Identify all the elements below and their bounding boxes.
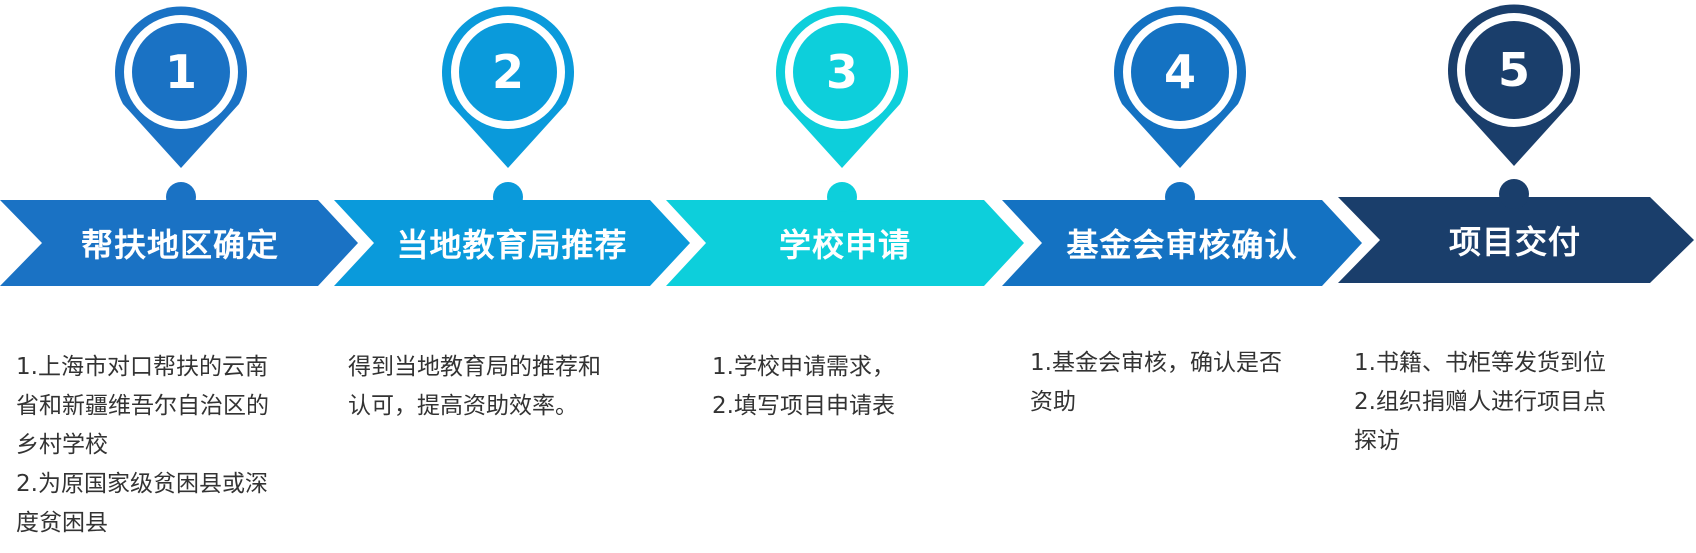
step-5-desc-line: 2.组织捐赠人进行项目点 xyxy=(1354,389,1606,415)
step-1-arrow xyxy=(0,200,358,286)
step-2-arrow xyxy=(334,200,690,286)
step-5-pin-icon: 5 xyxy=(1448,4,1580,167)
step-5-desc-line: 1.书籍、书柜等发货到位 xyxy=(1354,350,1606,376)
step-1-desc-line: 乡村学校 xyxy=(16,432,108,458)
step-1-connector-dot xyxy=(166,182,196,212)
step-3-desc-line: 1.学校申请需求， xyxy=(712,354,895,380)
step-3-desc-line: 2.填写项目申请表 xyxy=(712,393,895,419)
step-1-pin-icon: 1 xyxy=(115,6,247,169)
step-1-number: 1 xyxy=(165,45,197,99)
step-2-graphic: 2 xyxy=(334,6,690,286)
step-4-description: 1.基金会审核，确认是否 资助 xyxy=(1030,344,1320,422)
step-5-desc-line: 探访 xyxy=(1354,428,1400,454)
step-1-desc-line: 2.为原国家级贫困县或深 xyxy=(16,471,268,497)
step-5-title: 项目交付 xyxy=(1448,223,1581,261)
step-2-title: 当地教育局推荐 xyxy=(396,226,628,264)
step-4-graphic: 4 xyxy=(1002,6,1362,286)
step-2-description: 得到当地教育局的推荐和 认可，提高资助效率。 xyxy=(348,348,648,426)
step-4-number: 4 xyxy=(1164,45,1196,99)
step-3-title: 学校申请 xyxy=(778,226,911,264)
step-5-connector-dot xyxy=(1499,179,1529,209)
step-2-number: 2 xyxy=(492,45,524,99)
step-5-description: 1.书籍、书柜等发货到位 2.组织捐赠人进行项目点 探访 xyxy=(1354,344,1654,461)
step-1-desc-line: 1.上海市对口帮扶的云南 xyxy=(16,354,268,380)
step-5-arrow xyxy=(1338,197,1694,283)
step-4-desc-line: 资助 xyxy=(1030,389,1076,415)
step-3-connector-dot xyxy=(827,182,857,212)
step-2-pin-icon: 2 xyxy=(442,6,574,168)
step-3-graphic: 3 xyxy=(666,6,1024,286)
step-5-number: 5 xyxy=(1498,43,1530,97)
step-4-arrow xyxy=(1002,200,1362,286)
step-2-desc-line: 得到当地教育局的推荐和 xyxy=(348,354,601,380)
step-1-graphic: 1 xyxy=(0,6,358,286)
step-2-desc-line: 认可，提高资助效率。 xyxy=(348,393,578,419)
step-5-graphic: 5 xyxy=(1338,4,1694,283)
step-1-desc-line: 省和新疆维吾尔自治区的 xyxy=(16,393,269,419)
step-4-connector-dot xyxy=(1165,182,1195,212)
step-1-description: 1.上海市对口帮扶的云南 省和新疆维吾尔自治区的 乡村学校 2.为原国家级贫困县… xyxy=(16,348,316,543)
step-3-description: 1.学校申请需求， 2.填写项目申请表 xyxy=(712,348,992,426)
step-4-title: 基金会审核确认 xyxy=(1066,226,1298,264)
step-4-pin-icon: 4 xyxy=(1114,6,1246,168)
step-2-connector-dot xyxy=(493,182,523,212)
step-3-pin-icon: 3 xyxy=(776,6,908,168)
step-1-desc-line: 度贫困县 xyxy=(16,510,108,536)
step-4-desc-line: 1.基金会审核，确认是否 xyxy=(1030,350,1282,376)
step-3-number: 3 xyxy=(826,45,858,99)
step-1-title: 帮扶地区确定 xyxy=(80,226,279,264)
step-3-arrow xyxy=(666,200,1024,286)
